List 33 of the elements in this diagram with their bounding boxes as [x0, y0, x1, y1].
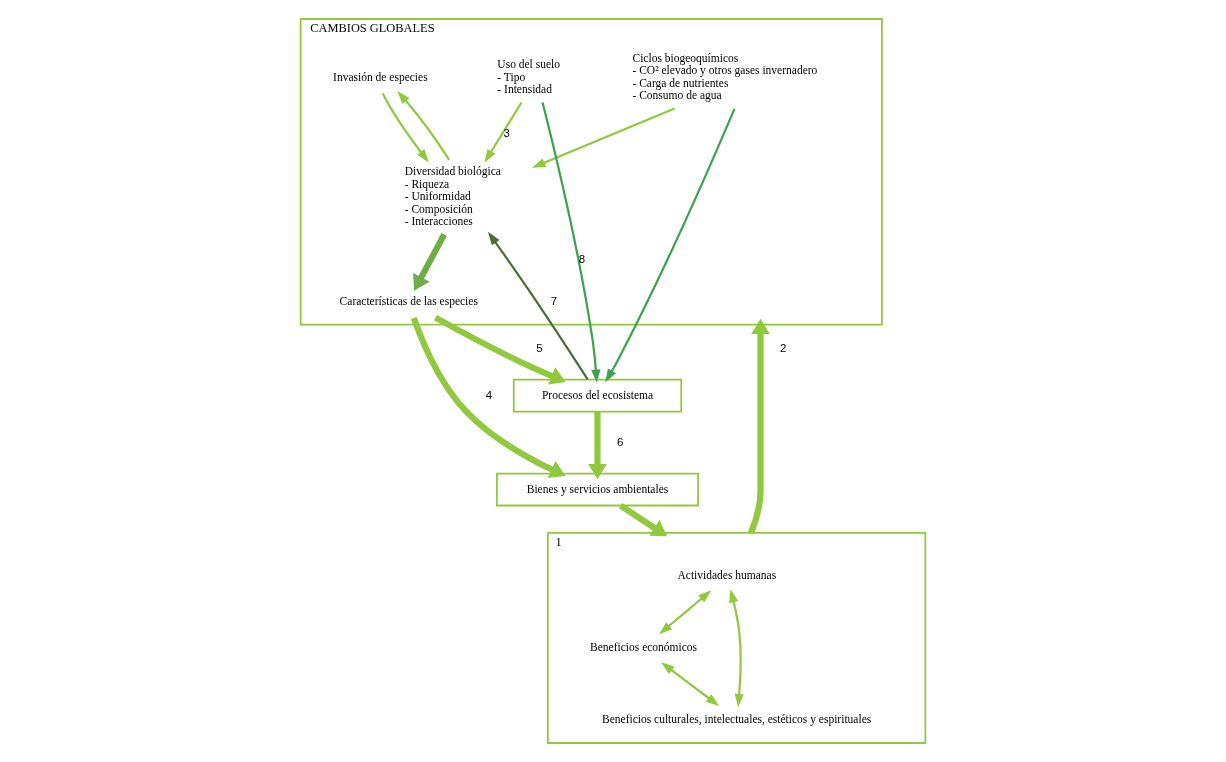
node-text: Beneficios económicos: [590, 641, 698, 654]
node-text: Invasión de especies: [333, 70, 428, 83]
arrow: [659, 590, 712, 635]
arrow: [487, 231, 589, 381]
arrow: [413, 233, 447, 291]
node-text: Diversidad biológica - Riqueza - Uniformidad - Composición - Interacciones: [404, 165, 501, 227]
edge-label: 6: [616, 435, 624, 448]
edge-label: 4: [485, 388, 493, 401]
arrow: [618, 503, 668, 537]
arrow: [410, 316, 566, 479]
node-box: Bienes y servicios ambientales: [496, 472, 699, 507]
node-box: Procesos del ecosistema: [512, 378, 683, 413]
arrow: [397, 91, 451, 161]
arrow: [541, 102, 601, 383]
edge-label: 5: [536, 341, 543, 354]
arrow: [588, 411, 607, 480]
node-text: Ciclos biogeoquímicos - CO² elevado y otros gases invernadero - Carga de nutrientes - Consumo de agua: [632, 51, 818, 102]
edge-label: 2: [780, 341, 787, 354]
node-text: Actividades humanas: [677, 569, 777, 582]
arrow: [434, 314, 566, 385]
arrow: [532, 107, 676, 168]
node-text: Características de las especies: [339, 294, 478, 307]
arrow: [729, 589, 744, 708]
arrow: [661, 662, 720, 706]
edge-label: 8: [578, 253, 586, 266]
arrow: [484, 101, 523, 163]
node-text: Beneficios culturales, intelectuales, estéticos y espirituales: [602, 712, 872, 725]
arrow: [381, 93, 429, 163]
node-text: Uso del suelo - Tipo - Intensidad: [497, 58, 560, 95]
arrow: [747, 318, 770, 535]
arrow: [605, 108, 736, 383]
edge-label: 3: [503, 127, 510, 140]
edge-label: 7: [550, 294, 558, 307]
